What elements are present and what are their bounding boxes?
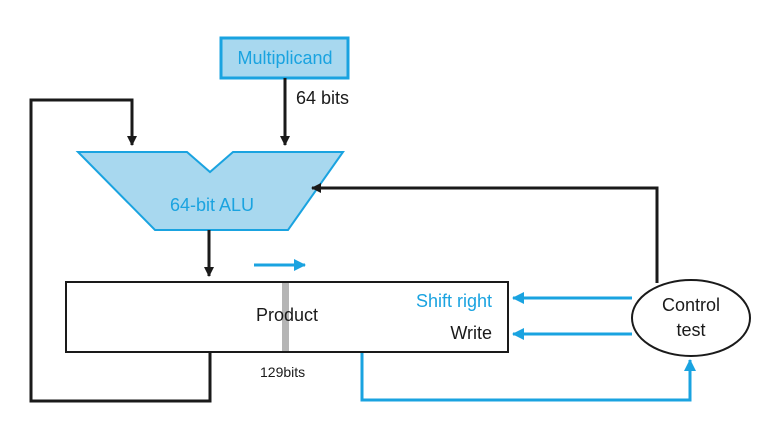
control-to-alu-wire [311, 183, 659, 283]
test-label: test [676, 320, 705, 340]
product-lsb-to-control-wire [360, 353, 696, 402]
alu-label: 64-bit ALU [170, 195, 254, 215]
product-width-label: 129bits [260, 364, 305, 380]
alu-shape [75, 151, 345, 231]
write-label: Write [450, 323, 492, 343]
product-label: Product [256, 305, 318, 325]
bus-width-label: 64 bits [296, 88, 349, 108]
control-test-ellipse [631, 279, 751, 357]
product-feedback-wire [29, 98, 212, 403]
product-register: Product Shift right Write [65, 281, 509, 353]
multiplicand-label: Multiplicand [237, 48, 332, 68]
alu: 64-bit ALU [75, 151, 345, 231]
control-label: Control [662, 295, 720, 315]
control-test-unit: Control test [631, 279, 751, 357]
multiplicand-register: Multiplicand [219, 36, 350, 80]
shift-right-label: Shift right [416, 291, 492, 311]
product-divider [282, 283, 289, 351]
